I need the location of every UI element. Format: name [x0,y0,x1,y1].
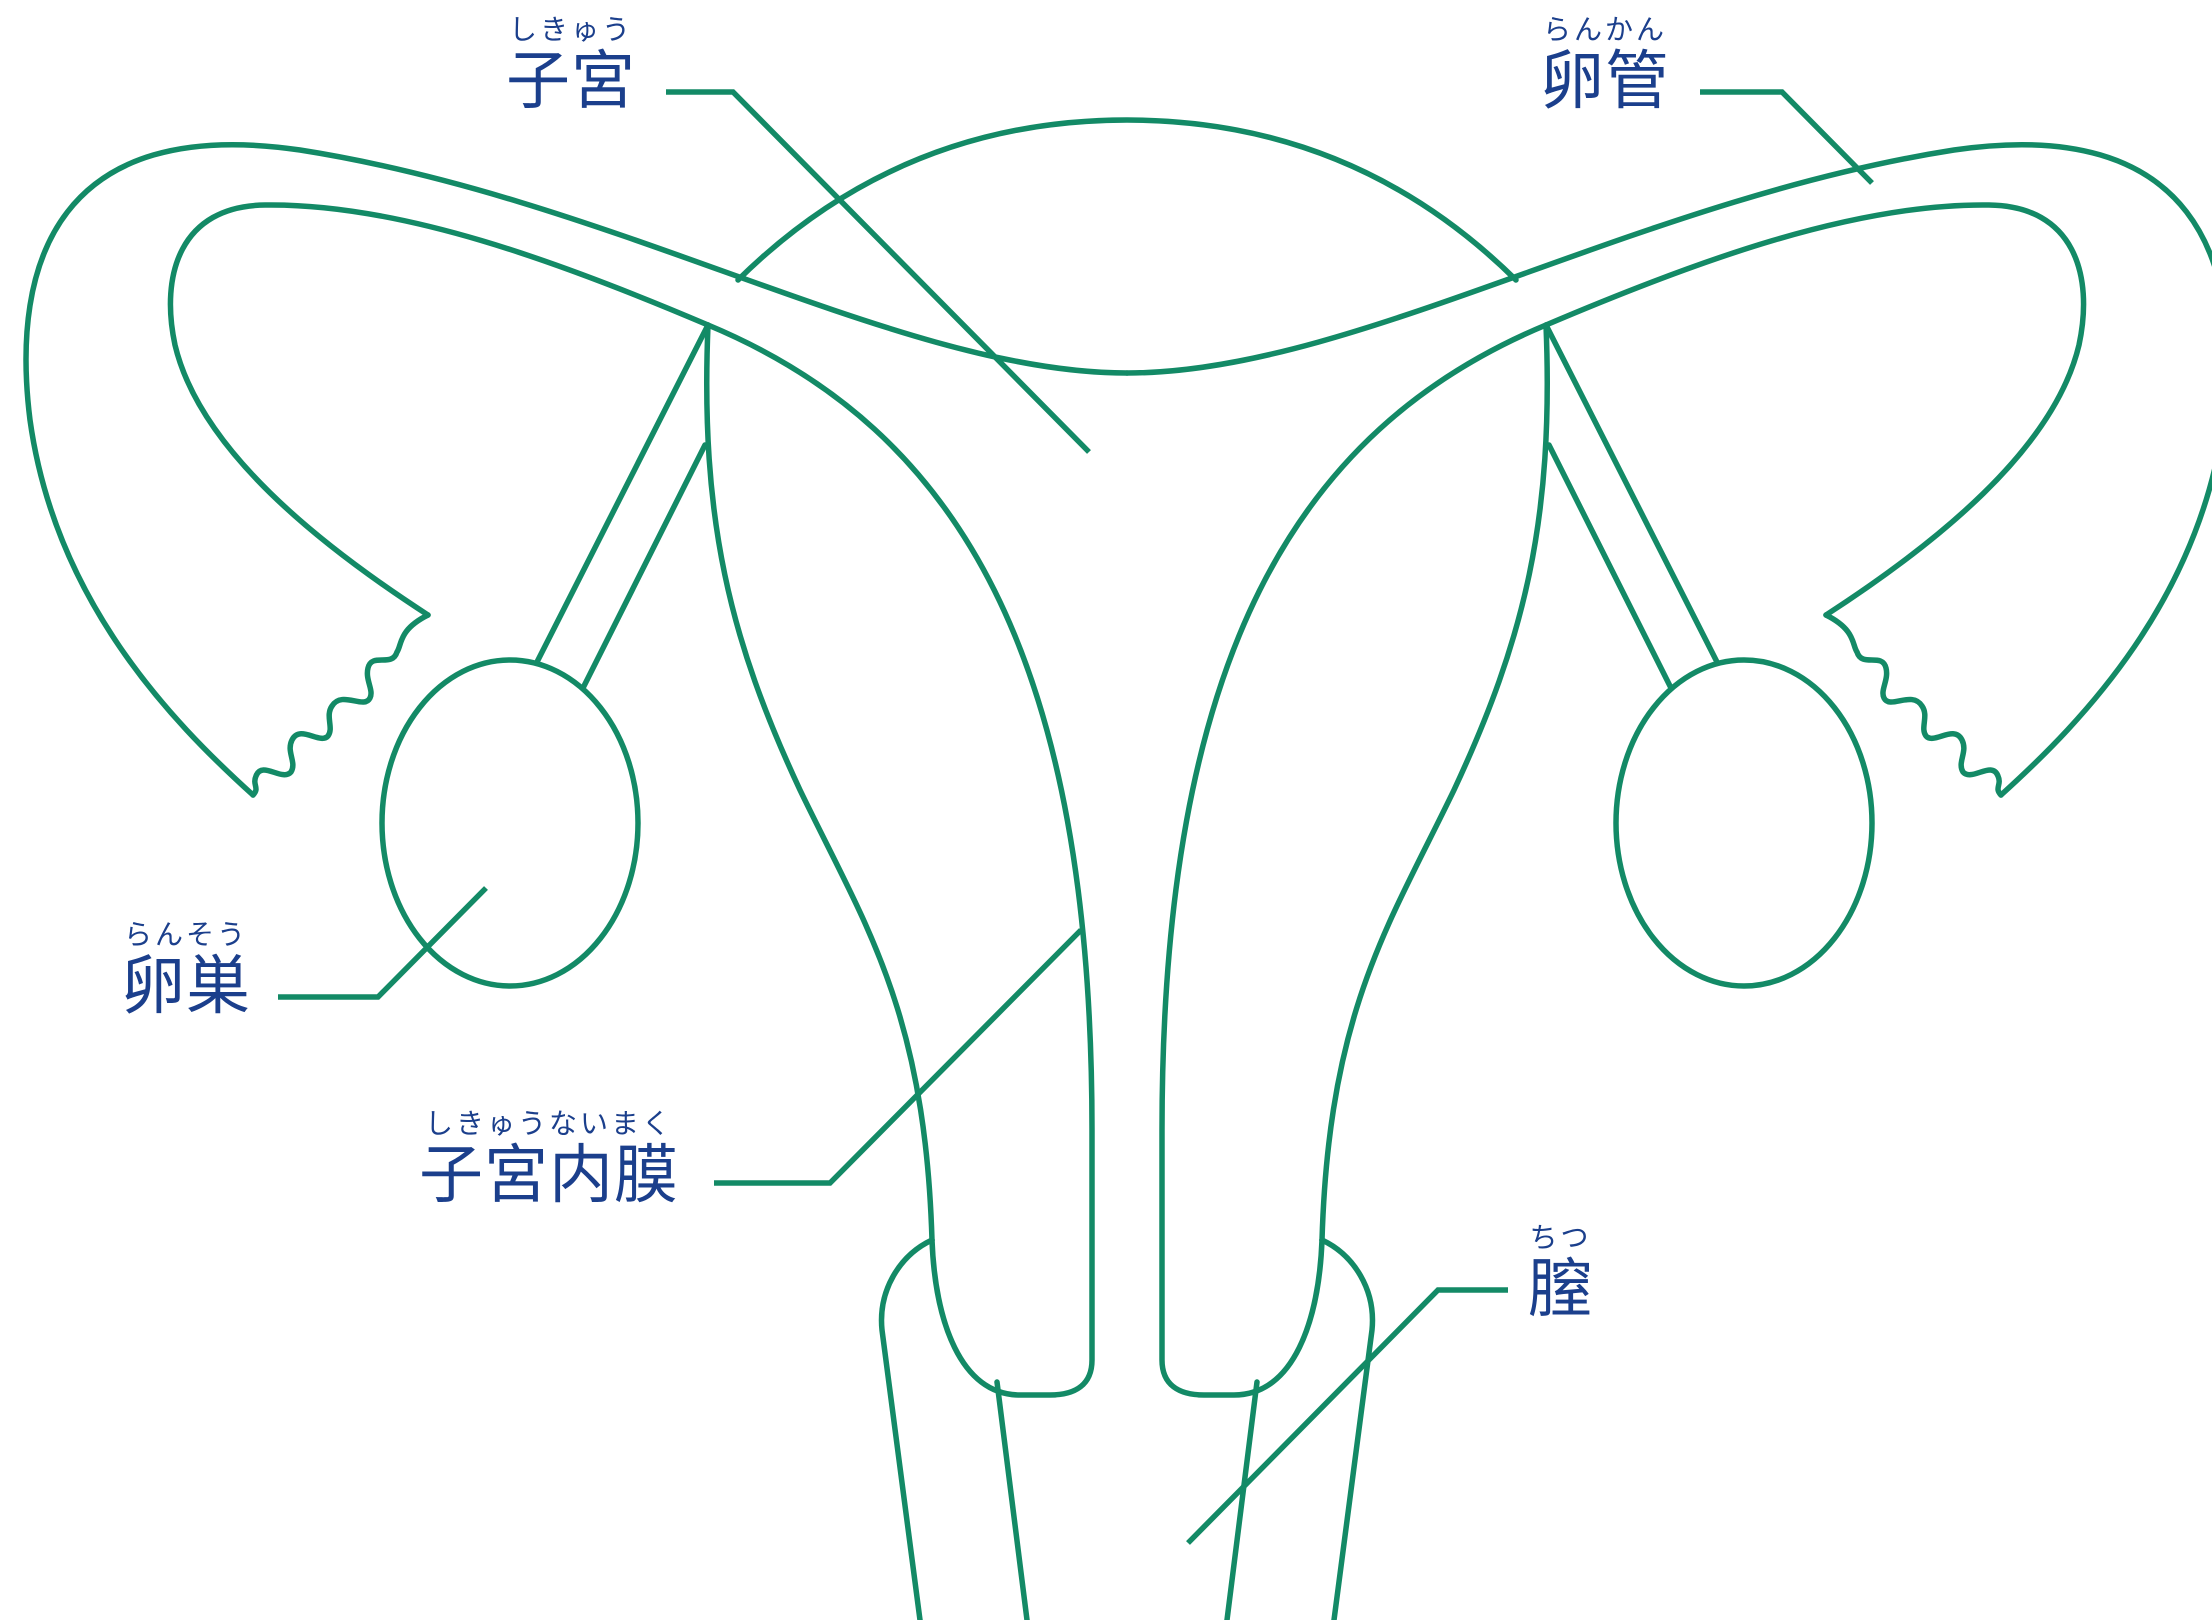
right-fallopian-tube-inner [1543,202,2087,618]
ovary-label-text: 卵巣 [121,950,251,1024]
endometrium-leader-line [714,928,1083,1186]
endometrium-wall-left [705,322,1095,1398]
vagina-label-reading: ちつ [1529,1221,1592,1254]
fallopian-tube-label-text: 卵管 [1540,45,1670,119]
vagina-label-text: 膣 [1528,1253,1593,1327]
endometrium-wall-right [1159,322,1549,1398]
left-fimbriae [250,612,431,798]
cervix-right [1319,1237,1376,1620]
uterus-outer-wall-right [1319,322,1550,1243]
fallopian-tube-leader-line [1700,89,1874,185]
endometrium-label-text: 子宮内膜 [419,1139,679,1213]
uterus-label-reading: しきゅう [508,13,633,46]
left-ovarian-ligament [534,322,711,691]
fallopian-tube-label: らんかん 卵管 [1540,13,1670,119]
endometrium-label: しきゅうないまく 子宮内膜 [419,1107,679,1213]
endometrium-label-reading: しきゅうないまく [424,1107,673,1140]
cervix-left [878,1237,935,1620]
ovary-label-reading: らんそう [123,918,248,951]
uterus-label-text: 子宮 [506,45,636,119]
right-ovarian-ligament [1543,322,1720,691]
right-fimbriae [1823,612,2004,798]
uterus-label: しきゅう 子宮 [506,13,636,119]
ovary-leader-line [278,886,488,1000]
left-fallopian-tube-outer [23,142,1130,798]
vagina-label: ちつ 膣 [1528,1221,1593,1327]
vagina-wall-right [1224,1379,1260,1620]
uterus-outer-wall-left [704,322,935,1243]
ovary-label: らんそう 卵巣 [121,918,251,1024]
left-fallopian-tube-inner [167,202,711,618]
left-ovary [379,657,641,989]
right-ovary [1613,657,1875,989]
uterus-leader-line [666,89,1091,454]
uterus-fundus-outline [735,117,1519,283]
fallopian-tube-label-reading: らんかん [1542,13,1667,46]
vagina-wall-left [994,1379,1030,1620]
vagina-leader-line [1186,1287,1508,1545]
right-fallopian-tube-outer [1124,142,2212,798]
